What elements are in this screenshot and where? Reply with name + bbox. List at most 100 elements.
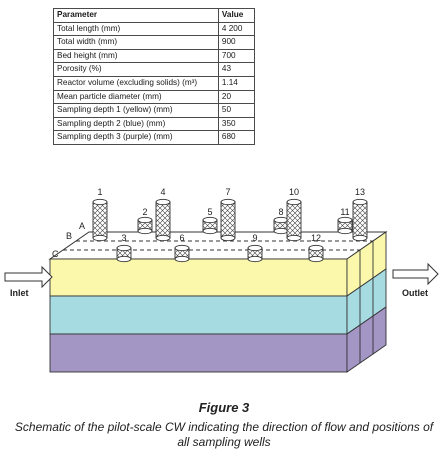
well-number-label: 12 <box>311 233 321 243</box>
well-cap <box>308 244 324 252</box>
sampling-well-short: 12 <box>308 233 324 263</box>
sampling-well-short: 5 <box>202 207 218 235</box>
header-parameter: Parameter <box>53 8 219 23</box>
table-row: Sampling depth 1 (yellow) (mm)50 <box>53 103 256 118</box>
well-number-label: 1 <box>97 187 102 197</box>
well-cap <box>286 198 302 206</box>
well-number-label: 4 <box>160 187 165 197</box>
row-value: 4 200 <box>217 21 256 37</box>
row-value: 20 <box>217 89 256 105</box>
lane-label-b: B <box>66 231 72 241</box>
well-screen <box>221 202 235 238</box>
row-name: Mean particle diameter (mm) <box>53 89 219 105</box>
well-cap <box>174 244 190 252</box>
layer-purple-front <box>49 333 348 373</box>
well-base <box>247 255 263 263</box>
well-base <box>220 234 236 242</box>
well-screen <box>117 248 131 259</box>
table-row: Total width (mm)900 <box>53 35 256 50</box>
sampling-well-short: 3 <box>116 233 132 263</box>
well-cap <box>337 216 353 224</box>
layer-yellow-front <box>49 258 348 297</box>
table-row: Reactor volume (excluding solids) (m³)1.… <box>53 75 256 91</box>
well-cap <box>247 244 263 252</box>
sampling-well-short: 6 <box>174 233 190 263</box>
well-base <box>92 234 108 242</box>
row-name: Bed height (mm) <box>53 48 219 64</box>
row-value: 50 <box>217 103 256 118</box>
row-value: 43 <box>217 62 256 77</box>
well-number-label: 11 <box>340 207 349 217</box>
well-number-label: 3 <box>121 233 126 243</box>
row-name: Total length (mm) <box>53 21 219 37</box>
header-value: Value <box>217 8 256 23</box>
table-row: Sampling depth 2 (blue) (mm)350 <box>53 116 256 132</box>
sampling-well-tall: 7 <box>220 187 236 242</box>
sampling-well-tall: 13 <box>352 187 368 242</box>
well-cap <box>92 198 108 206</box>
well-screen <box>309 248 323 259</box>
well-cap <box>352 198 368 206</box>
inlet-arrow-icon <box>4 265 53 289</box>
well-number-label: 2 <box>142 207 147 217</box>
well-number-label: 13 <box>355 187 365 197</box>
sampling-well-short: 9 <box>247 233 263 263</box>
well-screen <box>156 202 170 238</box>
well-base <box>337 227 353 235</box>
well-base <box>352 234 368 242</box>
well-cap <box>155 198 171 206</box>
wells-tall-group: 1 4 7 10 13 <box>92 187 368 242</box>
table-row: Bed height (mm)700 <box>53 48 256 64</box>
table-row: Porosity (%)43 <box>53 62 256 77</box>
well-number-label: 8 <box>278 207 283 217</box>
outlet-label: Outlet <box>402 288 428 298</box>
well-number-label: 7 <box>225 187 230 197</box>
row-name: Reactor volume (excluding solids) (m³) <box>53 75 219 91</box>
well-base <box>286 234 302 242</box>
sampling-well-tall: 4 <box>155 187 171 242</box>
well-base <box>273 227 289 235</box>
well-base <box>308 255 324 263</box>
wells-back-group: 2 5 8 11 <box>137 207 353 235</box>
row-name: Sampling depth 3 (purple) (mm) <box>53 130 219 145</box>
well-number-label: 9 <box>252 233 257 243</box>
well-base <box>137 227 153 235</box>
inlet-arrow <box>4 265 53 289</box>
well-screen <box>274 220 288 231</box>
sampling-well-tall: 10 <box>286 187 302 242</box>
table-row: Mean particle diameter (mm)20 <box>53 89 256 105</box>
outlet-arrow <box>392 262 439 286</box>
row-value: 900 <box>217 35 256 50</box>
row-name: Sampling depth 2 (blue) (mm) <box>53 116 219 132</box>
lane-label-a: A <box>79 221 85 231</box>
well-number-label: 5 <box>207 207 212 217</box>
parameter-table: Parameter Value Total length (mm)4 200 T… <box>53 8 256 145</box>
table-row: Total length (mm)4 200 <box>53 21 256 37</box>
well-cap <box>137 216 153 224</box>
well-screen <box>203 220 217 231</box>
well-screen <box>353 202 367 238</box>
row-name: Total width (mm) <box>53 35 219 50</box>
wells-front-group: 3 6 9 12 <box>116 233 324 263</box>
well-screen <box>138 220 152 231</box>
figure-caption: Schematic of the pilot-scale CW indicati… <box>14 420 434 449</box>
well-cap <box>202 216 218 224</box>
row-value: 700 <box>217 48 256 64</box>
well-screen <box>93 202 107 238</box>
figure-title: Figure 3 <box>198 400 250 415</box>
sampling-well-tall: 1 <box>92 187 108 242</box>
layer-blue-front <box>49 295 348 335</box>
sampling-well-short: 11 <box>337 207 353 235</box>
row-value: 350 <box>217 116 256 132</box>
row-value: 1.14 <box>217 75 256 91</box>
bed-block <box>48 231 388 373</box>
inlet-label: Inlet <box>10 288 29 298</box>
table-row: Sampling depth 3 (purple) (mm)680 <box>53 130 256 145</box>
table-header-row: Parameter Value <box>53 8 256 23</box>
well-cap <box>220 198 236 206</box>
well-base <box>174 255 190 263</box>
well-base <box>202 227 218 235</box>
lane-label-c: C <box>52 249 59 259</box>
row-name: Sampling depth 1 (yellow) (mm) <box>53 103 219 118</box>
